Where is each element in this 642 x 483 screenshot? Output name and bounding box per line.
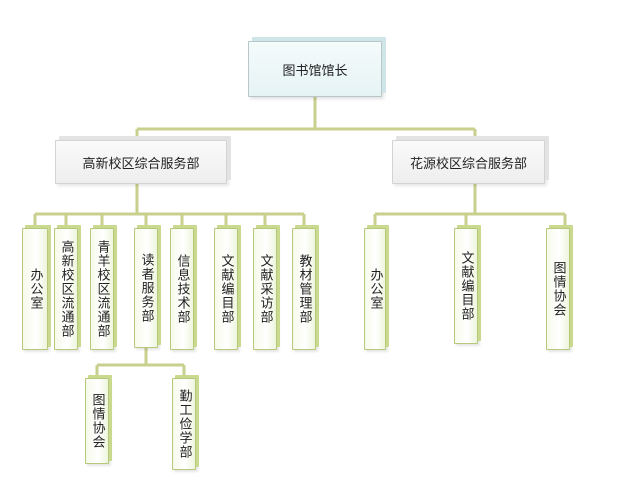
dept-node-b2-1-label: 办公室 [367,268,383,310]
branch-node-1: 高新校区综合服务部 [55,140,227,184]
branch-node-1-label: 高新校区综合服务部 [82,156,200,172]
dept-node-b1-3-label: 青羊校区流通部 [94,240,110,338]
branch-node-2: 花源校区综合服务部 [392,140,545,184]
dept-node-b1-1-label: 办公室 [27,268,43,310]
dept-node-b2-1: 办公室 [364,228,386,350]
dept-node-b2-2-label: 文献编目部 [458,251,474,321]
dept-node-b1-1: 办公室 [22,228,48,350]
sub-node-reader-2-label: 勤工俭学部 [176,389,192,459]
dept-node-b1-3: 青羊校区流通部 [90,228,114,350]
root-node: 图书馆馆长 [248,41,382,97]
dept-node-b1-6: 文献编目部 [214,228,238,350]
dept-node-b2-3-label: 图情协会 [550,261,566,317]
branch-node-2-label: 花源校区综合服务部 [409,156,527,172]
dept-node-b1-8-label: 教材管理部 [296,254,312,324]
sub-node-reader-2: 勤工俭学部 [172,378,196,470]
dept-node-b1-2-label: 高新校区流通部 [58,240,74,338]
dept-node-b1-6-label: 文献编目部 [218,254,234,324]
dept-node-b2-2: 文献编目部 [454,228,478,344]
dept-node-b1-8: 教材管理部 [292,228,316,350]
dept-node-b1-5-label: 信息技术部 [174,254,190,324]
dept-node-b1-7-label: 文献采访部 [257,254,273,324]
root-node-label: 图书馆馆长 [282,63,348,79]
sub-node-reader-1: 图情协会 [85,378,109,464]
sub-node-reader-1-label: 图情协会 [89,393,105,449]
dept-node-b1-5: 信息技术部 [170,228,194,350]
dept-node-b2-3: 图情协会 [546,228,570,350]
dept-node-b1-4: 读者服务部 [134,228,158,348]
dept-node-b1-2: 高新校区流通部 [54,228,78,350]
dept-node-b1-4-label: 读者服务部 [138,253,154,323]
dept-node-b1-7: 文献采访部 [253,228,277,350]
